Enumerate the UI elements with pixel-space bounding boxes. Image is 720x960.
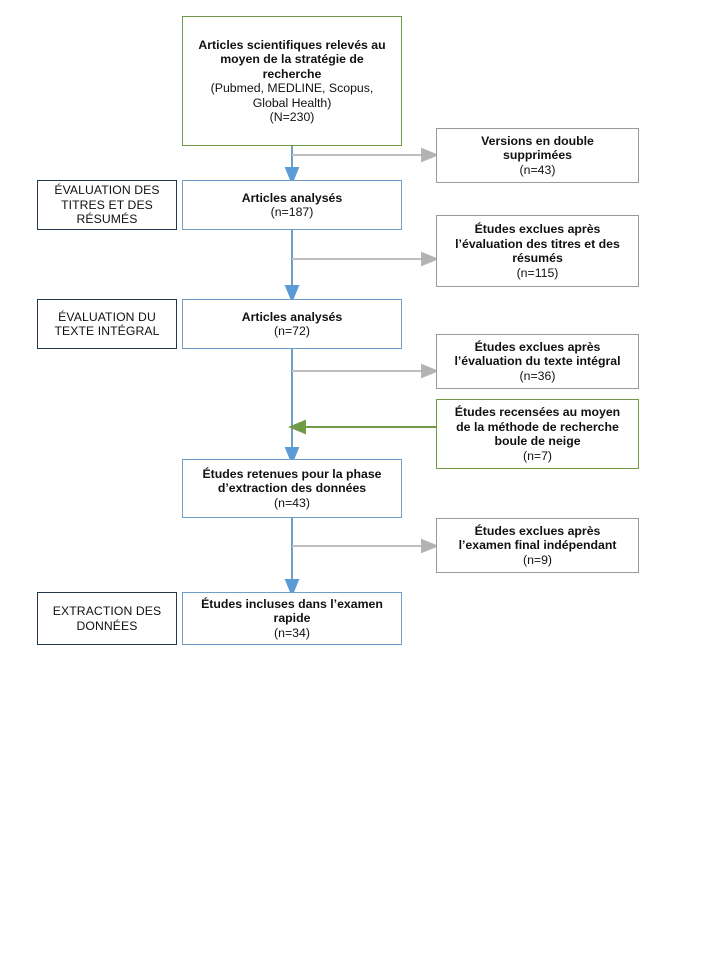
retained-extraction-count: (n=43) [274,495,310,510]
identification-count: (N=230) [269,110,315,124]
box-retained-extraction: Études retenues pour la phase d’extracti… [182,459,402,518]
excluded-titles-count: (n=115) [516,265,559,280]
retained-extraction-line-1: Études retenues pour la phase [202,466,382,481]
excluded-titles-line-1: Études exclues après [474,222,601,236]
excluded-fulltext-line-1: Études exclues après [474,339,601,354]
included-line-2: rapide [273,611,311,626]
identification-sources-2: Global Health) [252,95,332,110]
stage-titles-abstracts-line-3: RÉSUMÉS [76,212,138,227]
snowball-count: (n=7) [522,448,553,463]
snowball-line-2: de la méthode de recherche [456,419,619,434]
duplicates-line-2: supprimées [502,148,573,163]
box-screened-titles: Articles analysés (n=187) [182,180,402,230]
box-snowball-search: Études recensées au moyen de la méthode … [436,399,639,469]
screened-titles-label: Articles analysés [241,190,343,205]
stage-label-data-extraction: EXTRACTION DES DONNÉES [37,592,177,645]
box-excluded-titles-abstracts: Études exclues après l’évaluation des ti… [436,215,639,287]
excluded-final-line-1: Études exclues après [474,523,601,538]
snowball-line-1: Études recensées au moyen [454,405,621,419]
included-line-1: Études incluses dans l’examen [201,596,383,611]
identification-line-1: Articles scientifiques relevés au [198,37,386,52]
identification-sources-1: (Pubmed, MEDLINE, Scopus, [210,81,374,95]
screened-titles-count: (n=187) [270,205,314,219]
snowball-line-3: boule de neige [494,434,581,448]
identification-line-2: moyen de la stratégie de [220,52,364,66]
box-screened-fulltext: Articles analysés (n=72) [182,299,402,349]
stage-data-extraction-line-1: EXTRACTION DES [52,604,162,619]
screened-fulltext-count: (n=72) [274,324,310,338]
stage-label-titles-abstracts: ÉVALUATION DES TITRES ET DES RÉSUMÉS [37,180,177,230]
stage-data-extraction-line-2: DONNÉES [76,618,138,633]
box-duplicates-removed: Versions en double supprimées (n=43) [436,128,639,183]
retained-extraction-line-2: d’extraction des données [217,481,367,496]
excluded-titles-line-2: l’évaluation des titres et des [455,236,620,251]
identification-line-3: recherche [262,66,322,81]
excluded-final-count: (n=9) [522,552,553,567]
duplicates-count: (n=43) [519,162,556,177]
stage-titles-abstracts-line-2: TITRES ET DES [61,197,153,212]
box-identification: Articles scientifiques relevés au moyen … [182,16,402,146]
box-included-rapid-review: Études incluses dans l’examen rapide (n=… [182,592,402,645]
screened-fulltext-label: Articles analysés [241,309,343,324]
excluded-fulltext-line-2: l’évaluation du texte intégral [454,354,621,369]
excluded-final-line-2: l’examen final indépendant [458,538,617,553]
box-excluded-final-review: Études exclues après l’examen final indé… [436,518,639,573]
stage-full-text-line-1: ÉVALUATION DU [58,309,156,324]
included-count: (n=34) [274,625,310,640]
stage-titles-abstracts-line-1: ÉVALUATION DES [54,183,160,198]
box-excluded-fulltext: Études exclues après l’évaluation du tex… [436,334,639,389]
excluded-fulltext-count: (n=36) [519,368,556,383]
stage-label-full-text: ÉVALUATION DU TEXTE INTÉGRAL [37,299,177,349]
stage-full-text-line-2: TEXTE INTÉGRAL [54,324,160,338]
excluded-titles-line-3: résumés [512,251,563,265]
duplicates-line-1: Versions en double [481,133,594,148]
